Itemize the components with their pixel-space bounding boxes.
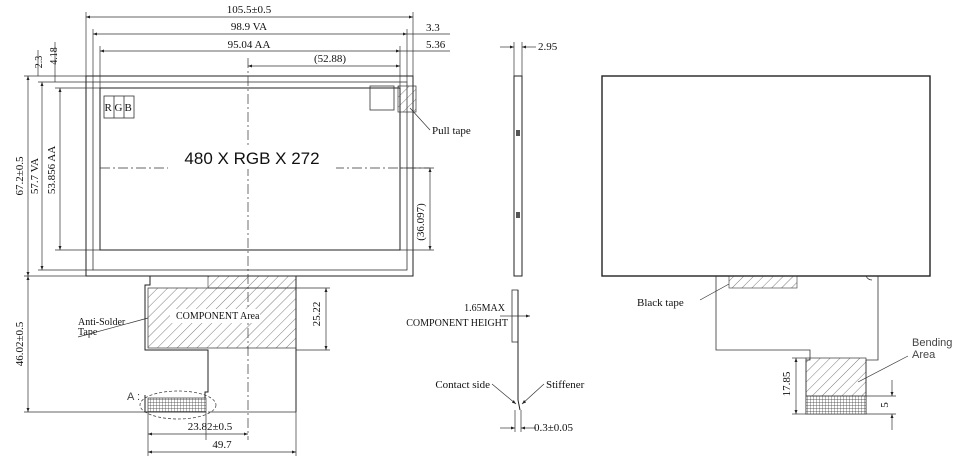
black-tape-label: Black tape <box>637 297 684 309</box>
dim-side-thickness: 2.95 <box>538 41 558 53</box>
rgb-g: G <box>115 102 123 114</box>
dim-aa-height: 53.856 AA <box>46 146 58 194</box>
stiffener-label: Stiffener <box>546 379 585 391</box>
anti-solder-label-2: Tape <box>78 327 98 338</box>
viewing-area-outline <box>92 81 408 271</box>
dim-aa-half-height: (36.097) <box>415 203 427 241</box>
dim-aa-half-width: (52.88) <box>314 53 346 65</box>
bending-label-1: Bending <box>912 337 952 349</box>
back-connector <box>805 395 867 415</box>
pull-tape-hatch <box>397 85 417 113</box>
dim-stiffener-thickness: 0.3±0.05 <box>534 422 574 434</box>
back-panel-outline <box>601 75 931 277</box>
rgb-r: R <box>105 102 113 114</box>
dim-component-height: 25.22 <box>311 302 323 327</box>
svg-text::: : <box>137 391 140 403</box>
left-dimensions: 67.2±0.5 57.7 VA 53.856 AA 2.3 4.18 46.0… <box>14 42 145 413</box>
bottom-dimensions: 23.82±0.5 49.7 <box>147 412 297 456</box>
component-height-label: COMPONENT HEIGHT <box>406 318 508 329</box>
dim-overall-height: 67.2±0.5 <box>14 156 26 196</box>
detail-a-circle <box>139 390 217 420</box>
right-dimensions: (36.097) 25.22 <box>296 167 434 351</box>
component-height-value: 1.65MAX <box>464 303 506 314</box>
side-panel-profile <box>513 75 523 277</box>
dim-fpc-length: 46.02±0.5 <box>14 321 26 366</box>
black-tape-back <box>728 275 798 289</box>
dim-va-height: 57.7 VA <box>29 158 41 194</box>
dim-va-width: 98.9 VA <box>231 21 267 33</box>
bending-label-2: Area <box>912 349 936 361</box>
back-view: Black tape Bending Area 17.85 5 <box>601 75 952 430</box>
front-view: R G B 480 X RGB X 272 Pull tape COMPONEN… <box>14 4 471 456</box>
dim-top-offset-2: 4.18 <box>49 47 60 65</box>
detail-a-label: A <box>127 391 135 403</box>
resolution-label: 480 X RGB X 272 <box>184 149 319 168</box>
rgb-b: B <box>125 102 132 114</box>
connector-contacts <box>147 397 207 413</box>
dim-connector-width: 23.82±0.5 <box>188 421 233 433</box>
dim-top-offset-1: 2.3 <box>34 56 45 69</box>
dim-right-offset-2: 5.36 <box>426 39 446 51</box>
component-area-label: COMPONENT Area <box>176 311 260 322</box>
black-tape-front <box>207 275 297 289</box>
top-dimensions: 105.5±0.5 98.9 VA 95.04 AA (52.88) 3.3 5… <box>85 4 450 88</box>
dim-aa-width: 95.04 AA <box>228 39 271 51</box>
contact-side-label: Contact side <box>435 379 490 391</box>
dim-back-2: 5 <box>879 402 891 408</box>
pull-tape-box <box>369 85 395 111</box>
panel-outline <box>85 75 414 277</box>
active-area-outline <box>99 87 401 251</box>
dim-right-offset-1: 3.3 <box>426 22 440 34</box>
dim-fpc-width: 49.7 <box>212 439 232 451</box>
dim-overall-width: 105.5±0.5 <box>227 4 272 16</box>
dim-back-1: 17.85 <box>781 371 793 396</box>
side-view: 2.95 1.65MAX COMPONENT HEIGHT Contact si… <box>406 41 584 434</box>
rgb-pixel-boxes: R G B <box>103 95 135 119</box>
bending-area-hatch <box>805 357 867 397</box>
pull-tape-label: Pull tape <box>432 125 471 137</box>
anti-solder-label-1: Anti-Solder <box>78 317 126 328</box>
